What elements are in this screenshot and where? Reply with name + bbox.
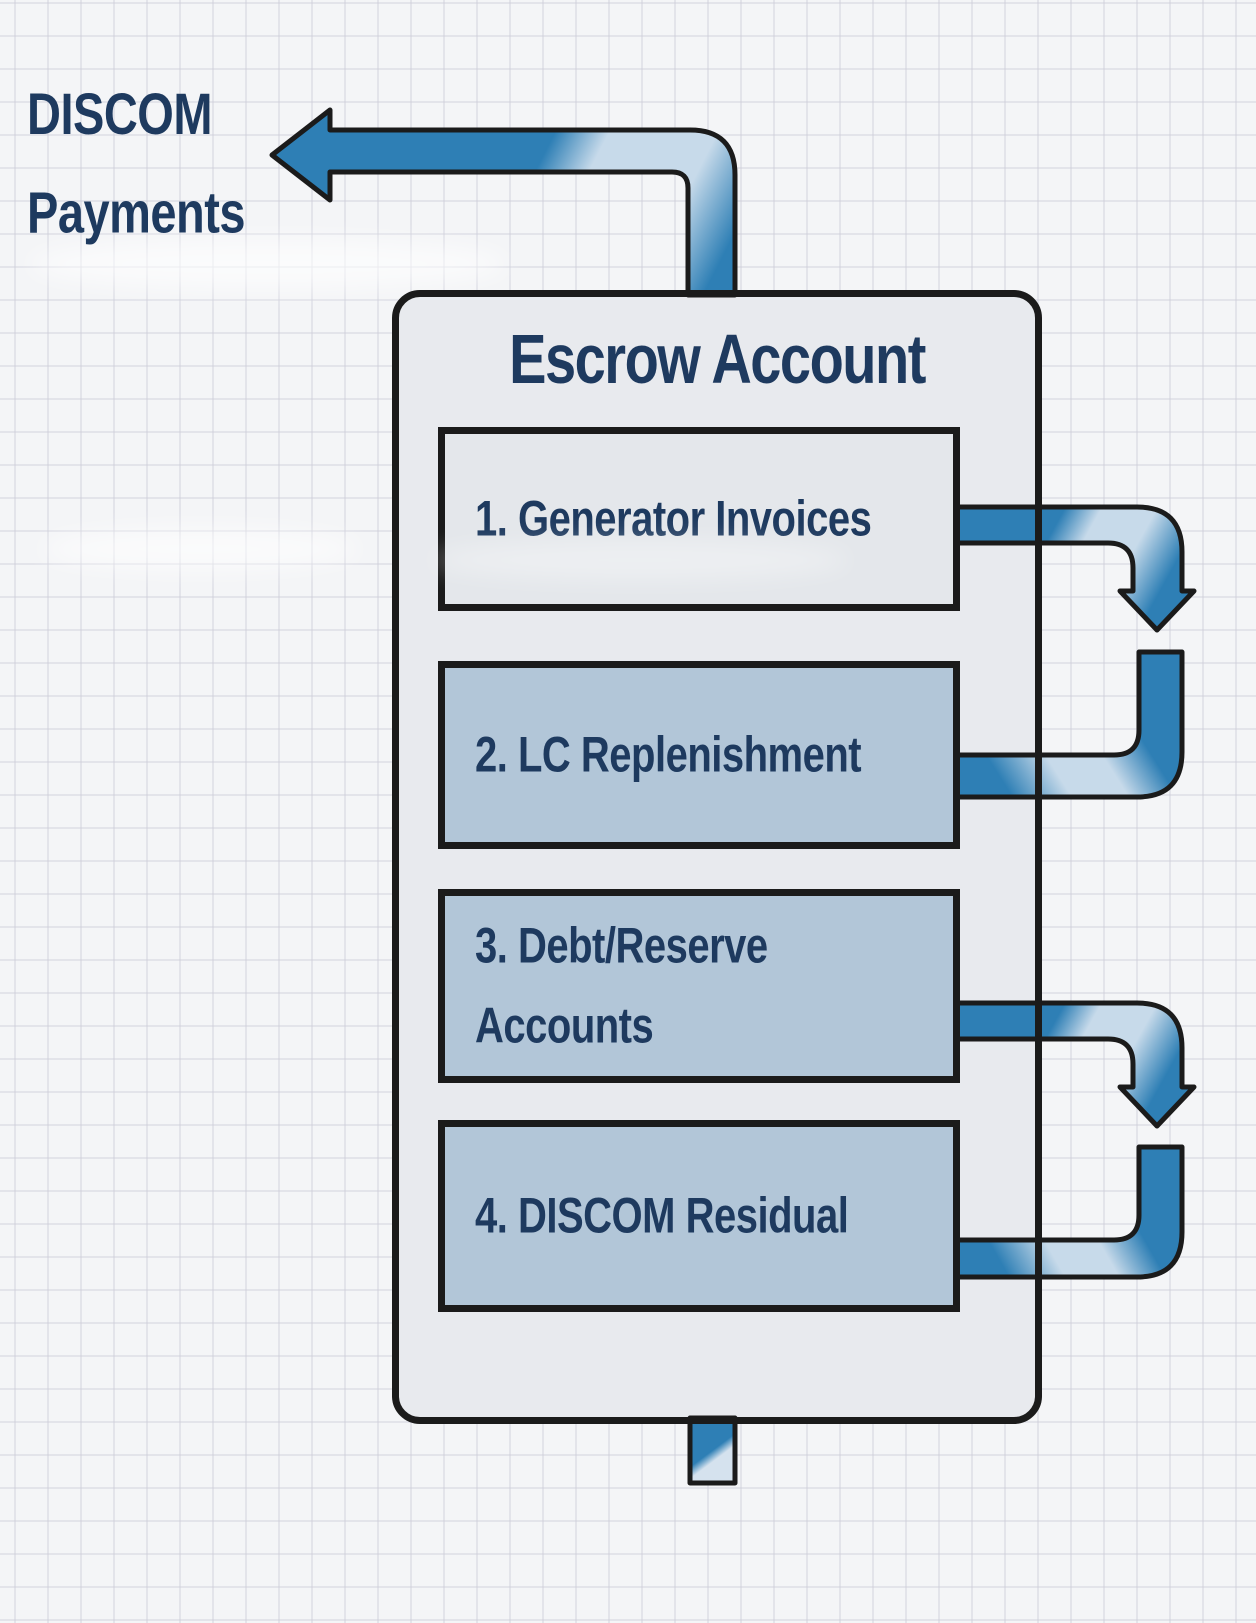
discom-payments-line2: Payments — [27, 178, 246, 245]
paper-smudge — [430, 540, 850, 580]
escrow-bottom-outflow-stub — [687, 1415, 738, 1486]
escrow-to-discom-arrow — [269, 107, 738, 298]
waterfall-box-generator-invoices: 1. Generator Invoices — [438, 427, 960, 611]
waterfall-box-label: 2. LC Replenishment — [475, 727, 862, 783]
waterfall-box-label: 3. Debt/Reserve Accounts — [475, 918, 768, 1054]
escrow-title-text: Escrow Account — [509, 319, 926, 398]
lc-entry-pipe — [945, 649, 1185, 800]
waterfall-box-debt-reserve-accounts: 3. Debt/Reserve Accounts — [438, 889, 960, 1083]
paper-smudge — [40, 528, 360, 570]
waterfall-box-label: 1. Generator Invoices — [475, 491, 872, 547]
residual-entry-pipe — [945, 1144, 1185, 1280]
paper-smudge — [28, 238, 508, 290]
discom-payments-label: DISCOM Payments — [27, 65, 246, 245]
discom-payments-line1: DISCOM — [27, 80, 213, 147]
waterfall-box-label: 4. DISCOM Residual — [475, 1188, 849, 1244]
generator-to-lc-arrow — [945, 504, 1197, 633]
waterfall-box-discom-residual: 4. DISCOM Residual — [438, 1120, 960, 1312]
escrow-title: Escrow Account — [392, 319, 1042, 398]
escrow-container-border — [392, 290, 1042, 1424]
waterfall-box-lc-replenishment: 2. LC Replenishment — [438, 661, 960, 849]
debt-reserve-to-residual-arrow — [945, 1000, 1197, 1129]
